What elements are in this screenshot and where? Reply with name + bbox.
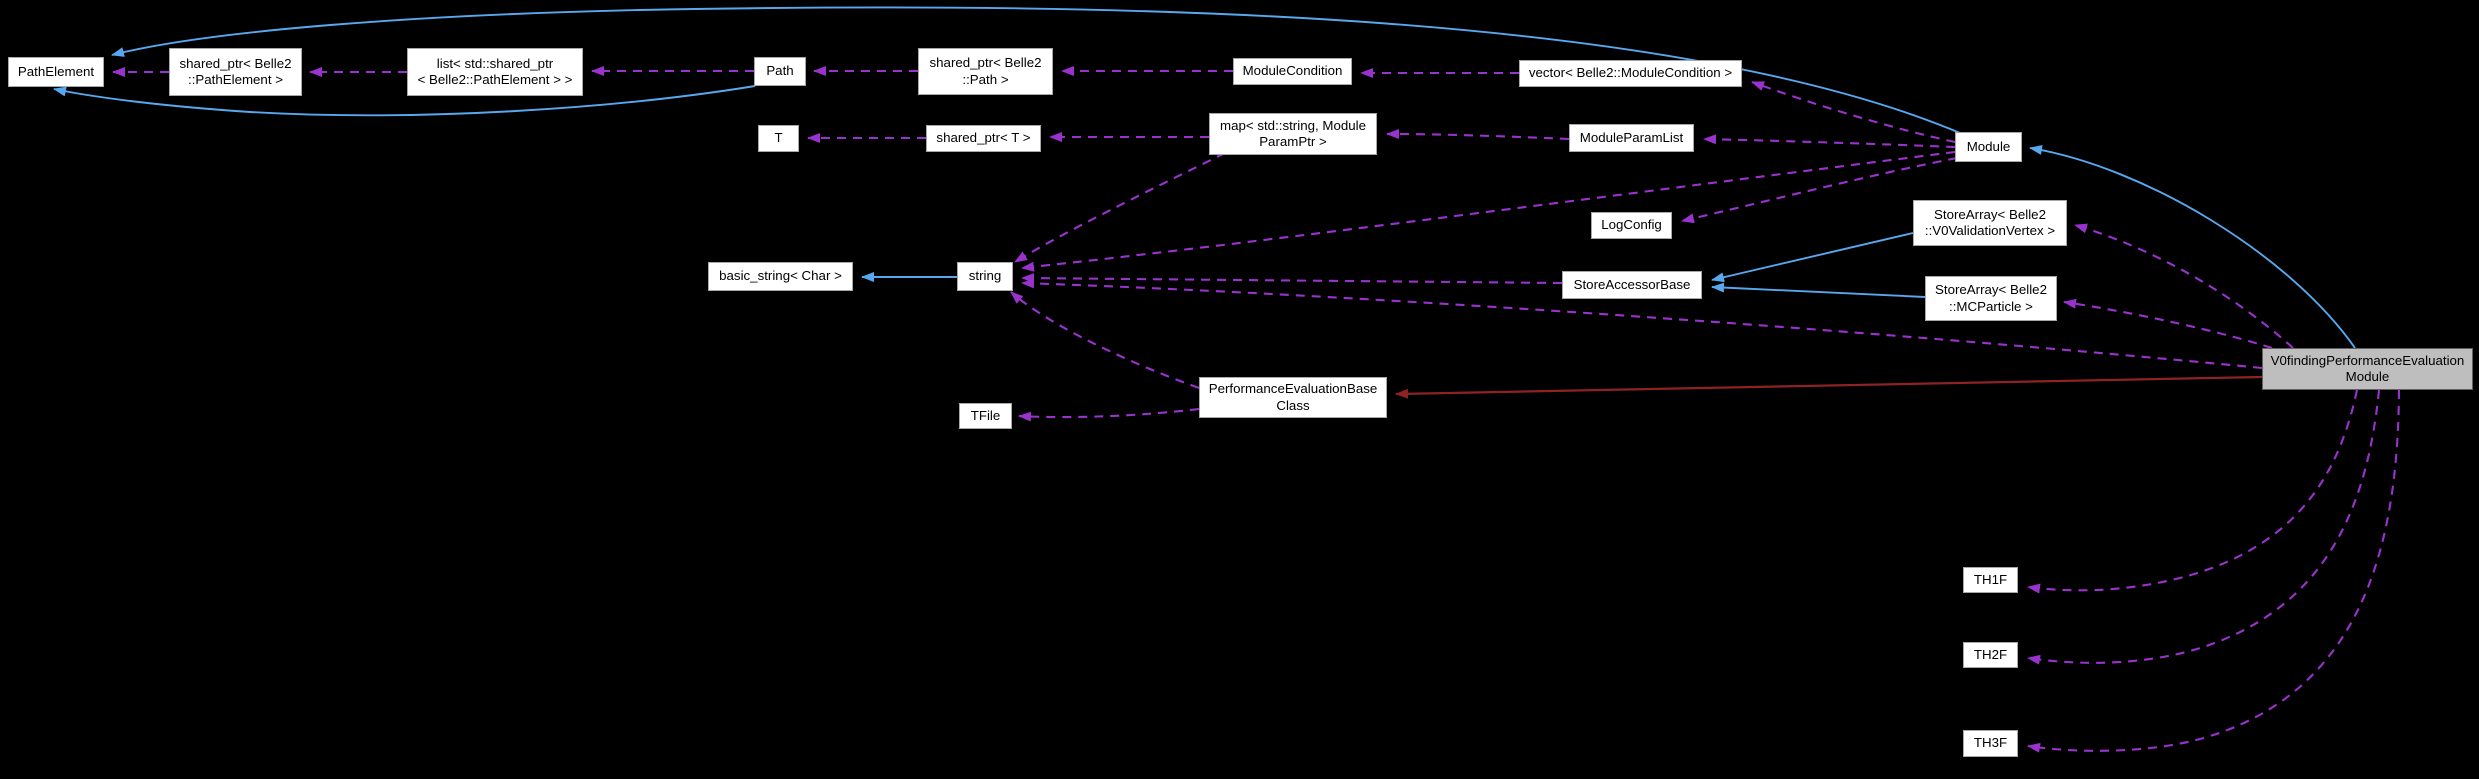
node-storearray-v0validationvertex-label: StoreArray< Belle2 ::V0ValidationVertex … <box>1924 206 2056 238</box>
edge-storearraymc-to-storeaccessorbase <box>1711 282 1926 298</box>
node-th1f-label: TH1F <box>1973 571 2008 587</box>
node-list-sharedptr-pathelement[interactable]: list< std::shared_ptr < Belle2::PathElem… <box>407 48 583 96</box>
node-th3f-label: TH3F <box>1973 735 2008 751</box>
node-pathelement-label: PathElement <box>17 63 95 79</box>
edge-moduleparamlist-to-map <box>1386 129 1570 141</box>
node-performanceevaluationbaseclass[interactable]: PerformanceEvaluationBase Class <box>1199 377 1387 418</box>
node-sharedptr-path[interactable]: shared_ptr< Belle2 ::Path > <box>918 48 1053 95</box>
node-storearray-mcparticle-label: StoreArray< Belle2 ::MCParticle > <box>1935 282 2047 314</box>
edge-v0module-to-storearraymc <box>2063 298 2273 350</box>
node-basicstring-label: basic_string< Char > <box>719 268 842 284</box>
node-pathelement[interactable]: PathElement <box>8 57 104 87</box>
edge-storeaccessorbase-to-string <box>1021 273 1563 285</box>
node-v0findingperformanceevaluationmodule-label: V0findingPerformanceEvaluation Module <box>2270 352 2465 384</box>
edge-module-to-pathelement <box>111 6 1961 134</box>
node-storeaccessorbase-label: StoreAccessorBase <box>1573 276 1691 292</box>
node-vector-modulecondition-label: vector< Belle2::ModuleCondition > <box>1528 65 1733 81</box>
node-t-label: T <box>774 130 783 146</box>
edge-perfevalbase-to-string <box>1010 291 1200 389</box>
node-modulecondition[interactable]: ModuleCondition <box>1233 58 1352 85</box>
node-string-label: string <box>968 268 1002 284</box>
node-sharedptr-path-label: shared_ptr< Belle2 ::Path > <box>929 55 1042 87</box>
node-vector-modulecondition[interactable]: vector< Belle2::ModuleCondition > <box>1519 60 1742 87</box>
edge-v0module-to-th3f <box>2027 389 2401 753</box>
node-sharedptr-pathelement[interactable]: shared_ptr< Belle2 ::PathElement > <box>169 48 302 96</box>
edge-module-to-string <box>1021 150 1956 272</box>
node-logconfig[interactable]: LogConfig <box>1591 212 1672 239</box>
node-th2f[interactable]: TH2F <box>1963 642 2018 668</box>
edge-v0module-to-perfevalbase <box>1395 375 2263 399</box>
node-storearray-v0validationvertex[interactable]: StoreArray< Belle2 ::V0ValidationVertex … <box>1913 200 2067 246</box>
node-string[interactable]: string <box>957 262 1013 291</box>
node-storeaccessorbase[interactable]: StoreAccessorBase <box>1562 271 1702 299</box>
node-module[interactable]: Module <box>1955 132 2022 162</box>
node-sharedptr-t-label: shared_ptr< T > <box>936 130 1031 146</box>
edge-module-to-moduleparamlist <box>1703 134 1956 149</box>
node-th3f[interactable]: TH3F <box>1963 730 2018 757</box>
edge-module-to-vector <box>1751 81 1956 144</box>
node-logconfig-label: LogConfig <box>1601 217 1662 233</box>
node-modulecondition-label: ModuleCondition <box>1242 63 1343 79</box>
edge-v0module-to-module <box>2029 145 2356 349</box>
node-t[interactable]: T <box>758 125 799 152</box>
edge-storearrayv0-to-storeaccessorbase <box>1711 232 1914 283</box>
edge-v0module-to-storearrayv0 <box>2074 223 2294 349</box>
node-tfile-label: TFile <box>970 407 1001 423</box>
edge-path-to-pathelement <box>53 85 756 117</box>
node-map-moduleparamptr[interactable]: map< std::string, Module ParamPtr > <box>1209 113 1377 155</box>
node-sharedptr-pathelement-label: shared_ptr< Belle2 ::PathElement > <box>179 55 292 87</box>
edge-v0module-to-th1f <box>2027 389 2359 594</box>
node-v0findingperformanceevaluationmodule[interactable]: V0findingPerformanceEvaluation Module <box>2262 348 2473 390</box>
node-tfile[interactable]: TFile <box>959 403 1012 429</box>
node-map-moduleparamptr-label: map< std::string, Module ParamPtr > <box>1220 117 1366 149</box>
node-basicstring[interactable]: basic_string< Char > <box>708 262 853 291</box>
node-storearray-mcparticle[interactable]: StoreArray< Belle2 ::MCParticle > <box>1925 276 2057 321</box>
node-module-label: Module <box>1966 138 2011 154</box>
node-performanceevaluationbaseclass-label: PerformanceEvaluationBase Class <box>1208 381 1378 413</box>
node-path[interactable]: Path <box>754 57 806 86</box>
node-sharedptr-t[interactable]: shared_ptr< T > <box>926 125 1041 152</box>
edge-perfevalbase-to-tfile <box>1018 407 1200 422</box>
node-moduleparamlist-label: ModuleParamList <box>1579 129 1684 145</box>
node-th1f[interactable]: TH1F <box>1963 567 2018 593</box>
node-path-label: Path <box>766 63 794 79</box>
edge-v0module-to-th2f <box>2027 389 2381 665</box>
edge-module-to-logconfig <box>1681 156 1958 224</box>
node-list-sharedptr-pathelement-label: list< std::shared_ptr < Belle2::PathElem… <box>417 55 573 87</box>
node-moduleparamlist[interactable]: ModuleParamList <box>1569 124 1694 152</box>
edge-map-to-string <box>1014 152 1226 263</box>
node-th2f-label: TH2F <box>1973 646 2008 662</box>
